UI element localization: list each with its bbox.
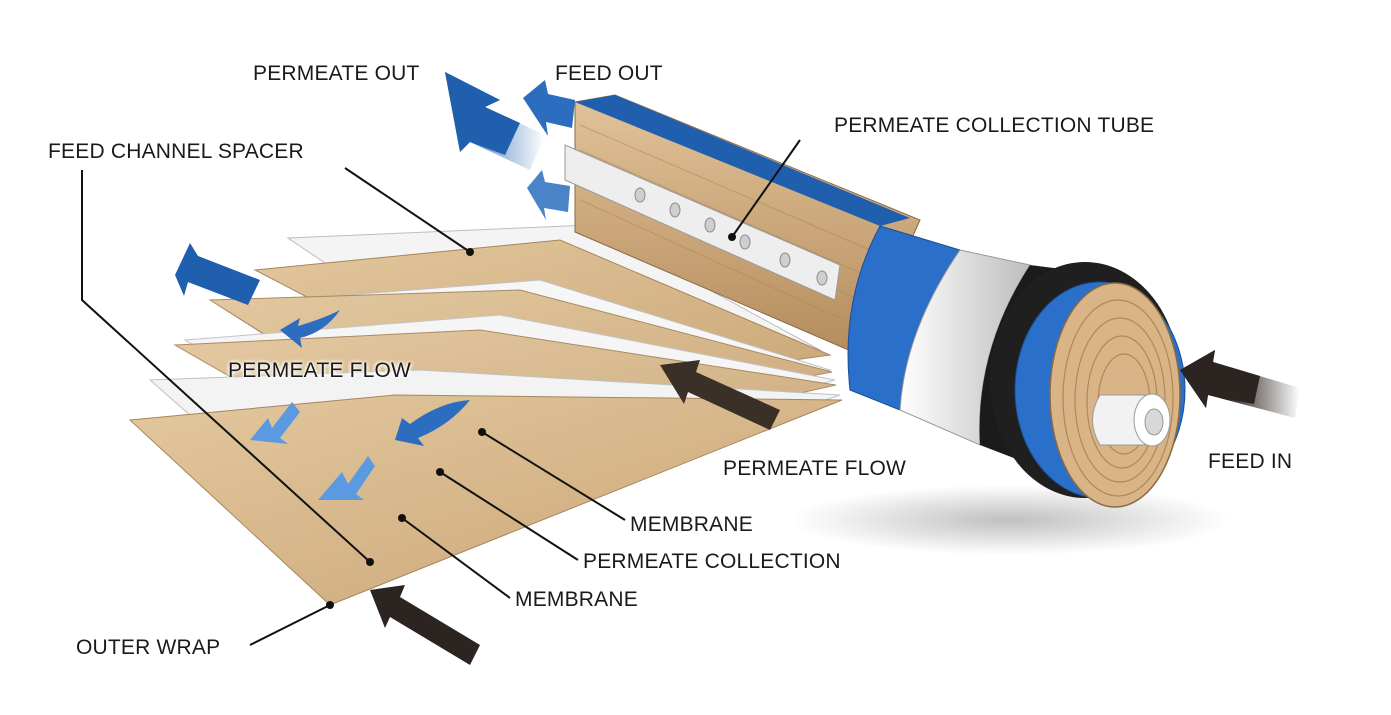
leader-dots bbox=[326, 233, 736, 609]
label-permeate-out: PERMEATE OUT bbox=[253, 62, 420, 85]
permeate-collection-tube bbox=[564, 144, 841, 301]
leader-feed-channel-left bbox=[81, 170, 371, 563]
top-blue-edge bbox=[575, 95, 910, 226]
leader-lines bbox=[81, 139, 801, 646]
leader-permeate-collection bbox=[439, 471, 579, 561]
feed-inlet-arrow bbox=[370, 585, 480, 665]
label-permeate-collection: PERMEATE COLLECTION bbox=[583, 550, 841, 573]
leader-outer-wrap bbox=[249, 604, 331, 646]
permeate-flow-dark-arrow bbox=[660, 360, 780, 430]
label-permeate-flow-center: PERMEATE FLOW bbox=[723, 457, 907, 480]
outer-cylinder bbox=[847, 225, 1186, 508]
label-feed-channel-spacer: FEED CHANNEL SPACER bbox=[48, 140, 304, 163]
label-feed-out: FEED OUT bbox=[555, 62, 663, 85]
label-permeate-flow-left: PERMEATE FLOW bbox=[228, 359, 412, 382]
leader-membrane-upper bbox=[481, 431, 626, 521]
permeate-outlet-arrow bbox=[175, 243, 260, 305]
leader-membrane-lower bbox=[401, 517, 511, 599]
label-permeate-collection-tube: PERMEATE COLLECTION TUBE bbox=[834, 114, 1155, 137]
label-membrane-upper: MEMBRANE bbox=[630, 513, 753, 536]
feed-out-arrow bbox=[523, 80, 575, 220]
ground-shadow bbox=[790, 485, 1230, 555]
leader-permeate-collection-tube bbox=[731, 139, 801, 238]
label-membrane-lower: MEMBRANE bbox=[515, 588, 638, 611]
permeate-flow-arrows bbox=[250, 310, 470, 500]
leaf-sheet bbox=[128, 394, 843, 606]
label-outer-wrap: OUTER WRAP bbox=[76, 636, 221, 659]
leader-feed-channel-spacer bbox=[344, 167, 471, 253]
permeate-out-arrow bbox=[445, 72, 545, 170]
feed-in-arrow bbox=[1180, 350, 1300, 418]
label-feed-in: FEED IN bbox=[1208, 450, 1293, 473]
